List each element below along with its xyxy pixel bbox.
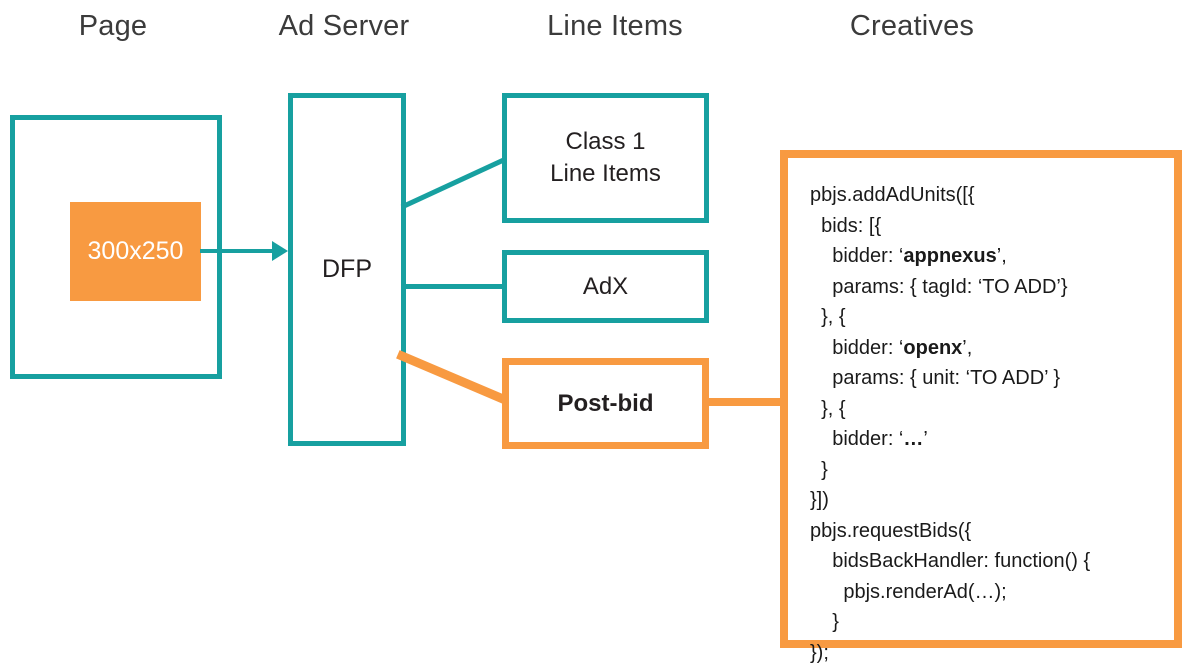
code-line: pbjs.requestBids({ [810, 519, 972, 542]
code-line: bidder: ‘appnexus’, [810, 245, 1007, 267]
code-line: }, { [810, 306, 846, 328]
column-header-creatives: Creatives [849, 10, 975, 42]
code-bidder-name: appnexus [903, 245, 997, 267]
creatives-code-panel: pbjs.addAdUnits([{ bids: [{ bidder: ‘app… [780, 150, 1182, 664]
dfp-box: DFP [288, 93, 406, 446]
ad-slot-300x250: 300x250 [70, 202, 201, 301]
code-line: pbjs.addAdUnits([{ [810, 184, 975, 206]
code-line: } [810, 611, 839, 633]
dfp-label: DFP [322, 255, 372, 283]
class-1-line-items-box: Class 1 Line Items [502, 93, 709, 223]
code-line: }); [810, 641, 829, 664]
prebid-code-block: pbjs.addAdUnits([{ bids: [{ bidder: ‘app… [810, 180, 1168, 664]
adx-box: AdX [502, 250, 709, 323]
code-line: pbjs.renderAd(…); [810, 580, 1007, 603]
class-1-line-items-label-line2: Line Items [550, 160, 661, 187]
code-line: params: { unit: ‘TO ADD’ } [810, 367, 1061, 389]
adx-label: AdX [582, 272, 629, 300]
connector-postbid-to-creatives [706, 398, 788, 406]
code-line: } [810, 458, 828, 481]
code-line: bidsBackHandler: function() { [810, 550, 1091, 572]
column-header-line-items: Line Items [547, 10, 683, 42]
connector-dfp-to-postbid [396, 350, 516, 408]
connector-dfp-to-adx [404, 284, 507, 289]
code-bidder-name: … [903, 428, 924, 450]
code-line: params: { tagId: ‘TO ADD’} [810, 275, 1068, 298]
ad-slot-label: 300x250 [87, 237, 184, 265]
class-1-line-items-label-line1: Class 1 [565, 128, 646, 156]
column-header-page: Page [78, 10, 148, 42]
code-line: }, { [810, 397, 846, 420]
post-bid-box: Post-bid [502, 358, 709, 449]
connector-ad-slot-to-dfp [200, 249, 285, 253]
code-line: bidder: ‘openx’, [810, 336, 973, 359]
post-bid-label: Post-bid [557, 389, 654, 417]
connector-dfp-to-class1 [400, 154, 512, 210]
arrow-head-icon [272, 241, 288, 261]
code-bidder-name: openx [903, 336, 963, 359]
code-line: bidder: ‘…’ [810, 428, 928, 450]
code-line: }]) [810, 489, 829, 511]
column-header-ad-server: Ad Server [278, 10, 410, 42]
code-line: bids: [{ [810, 214, 882, 237]
